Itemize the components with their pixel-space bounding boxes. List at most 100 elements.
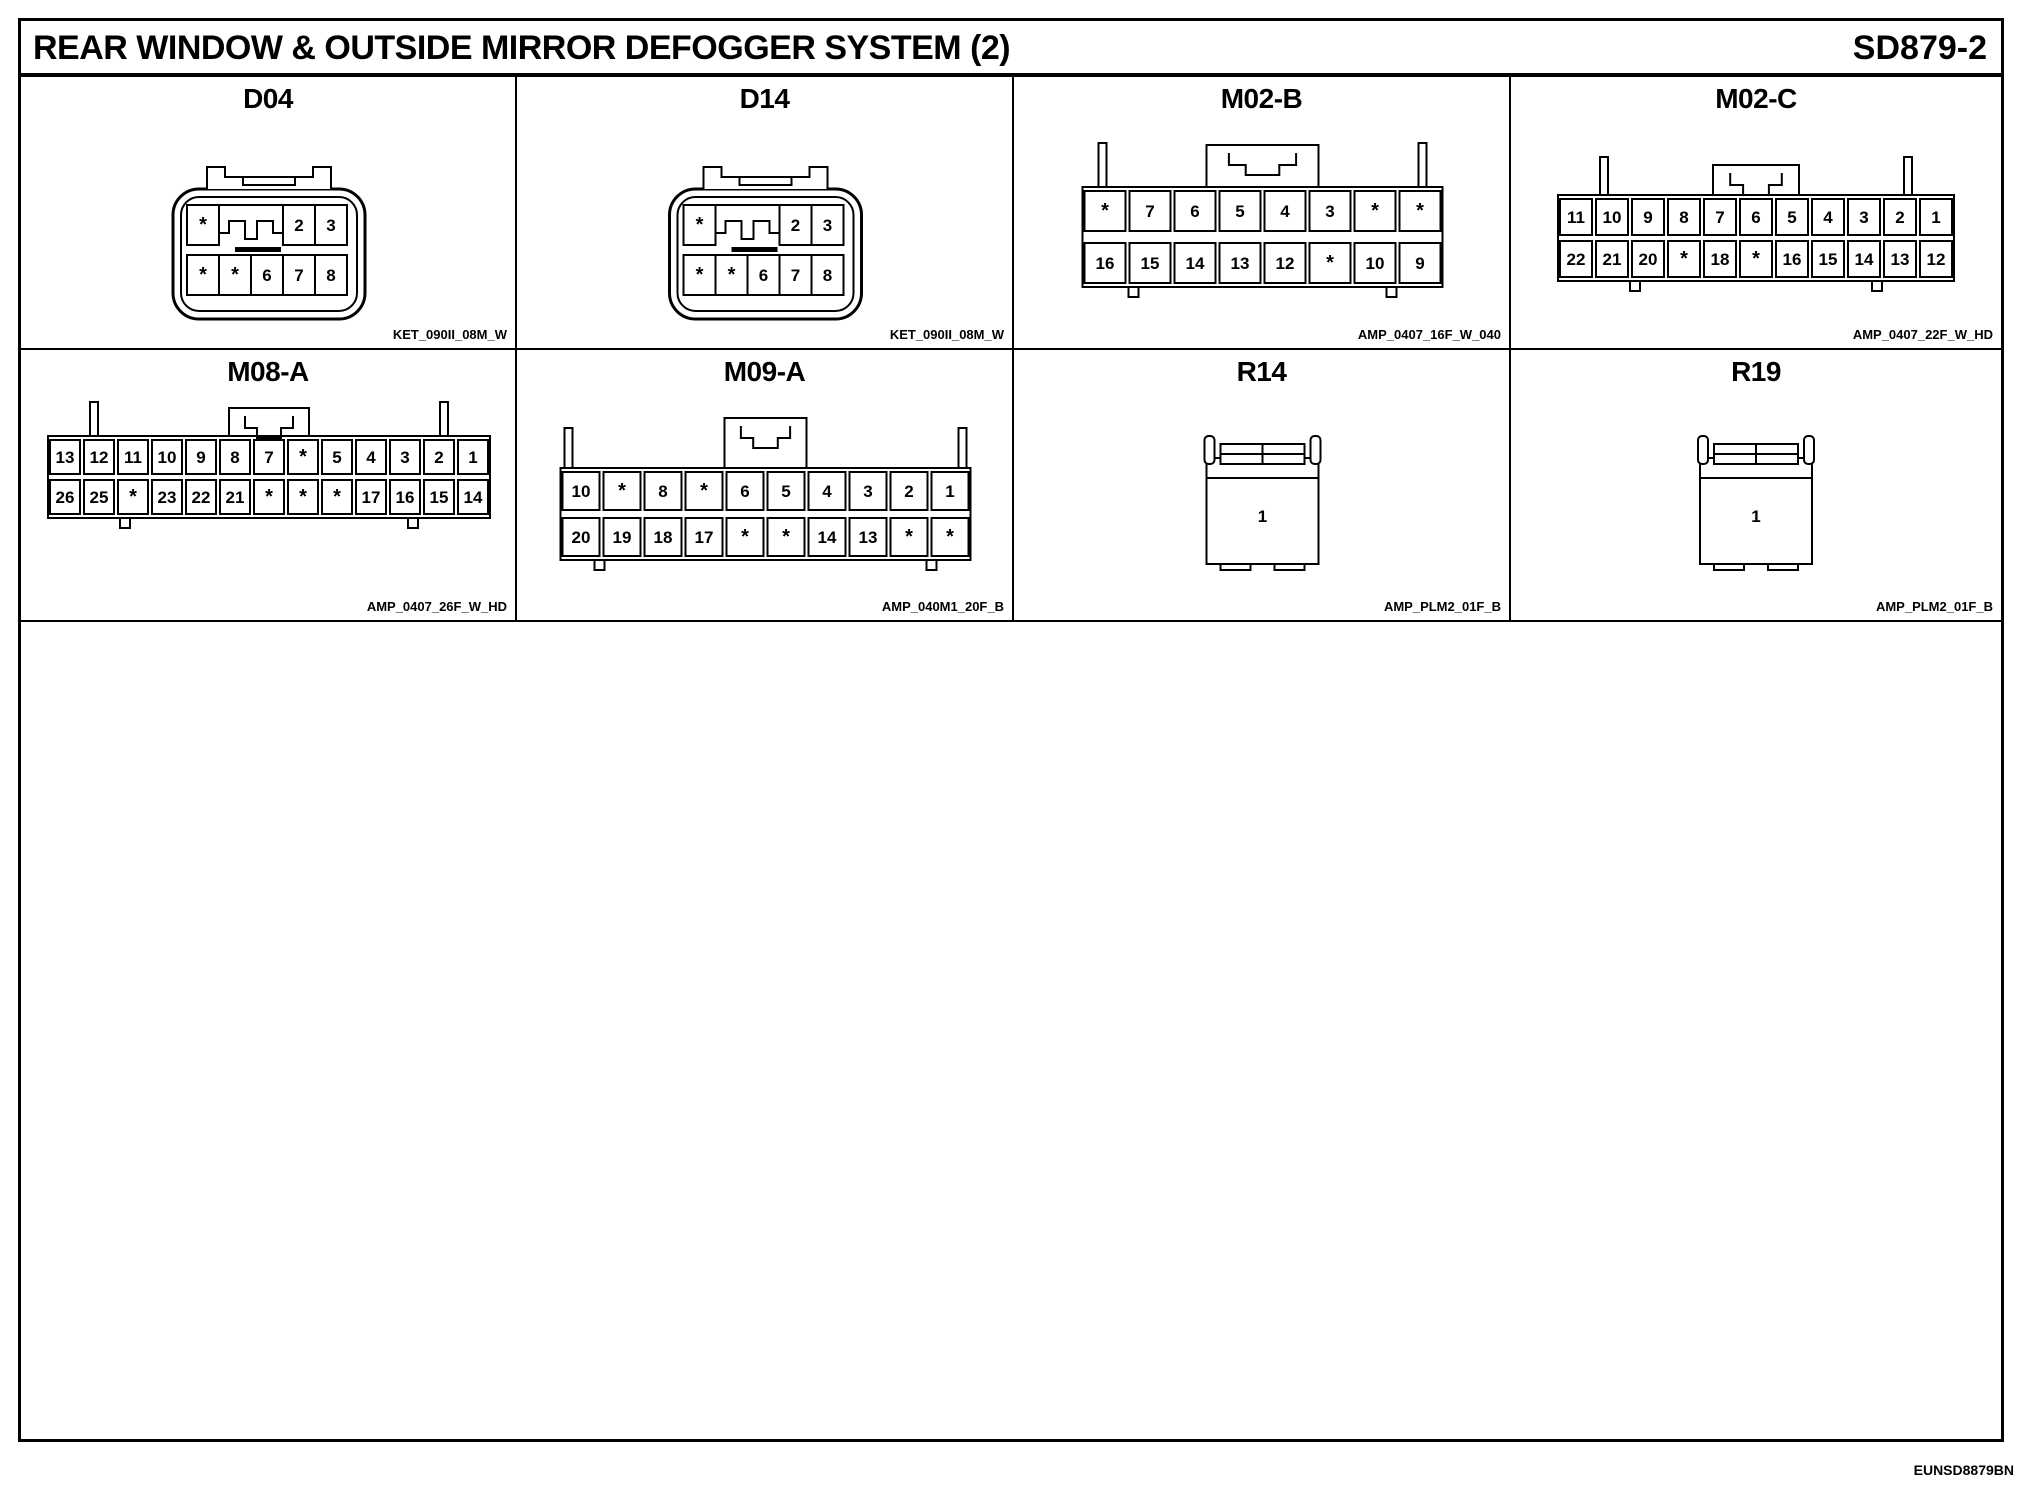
pin-label: 10 <box>158 448 177 467</box>
pin-cavity <box>1128 242 1172 284</box>
pin-label: 14 <box>818 528 837 547</box>
pin-label: 14 <box>1855 250 1874 269</box>
pin-cavity <box>218 254 252 296</box>
connector-part-number: AMP_040M1_20F_B <box>881 599 1004 614</box>
pin-label: 8 <box>326 266 335 285</box>
connector-post <box>1903 156 1913 196</box>
pin-label: 20 <box>572 528 591 547</box>
pin-label: 1 <box>945 482 954 501</box>
pin-label: 2 <box>434 448 443 467</box>
diagram-code: SD879-2 <box>1852 29 1987 67</box>
pin-label: * <box>1680 248 1688 270</box>
connector-inner <box>676 196 855 312</box>
pin-label: 13 <box>1231 254 1250 273</box>
pin-cavity <box>682 204 717 246</box>
pin-cavity <box>253 439 285 475</box>
connector-cell-r19: R19 1 AMP_PLM2_01F_B <box>1511 350 2001 622</box>
connector-latch-detail <box>242 177 296 186</box>
pin-cavity <box>1559 198 1593 236</box>
connector-post <box>1803 435 1815 465</box>
pin-cavity <box>151 479 183 515</box>
pin-label: 10 <box>572 482 591 501</box>
connector-part-number: AMP_0407_22F_W_HD <box>1852 327 1993 342</box>
connector-name: R19 <box>1731 356 1781 387</box>
pin-label: 7 <box>264 448 273 467</box>
pin-cavity <box>714 254 749 296</box>
connector-latch <box>723 417 808 469</box>
pin-cavity <box>1919 198 1953 236</box>
pin-cavity <box>930 471 970 511</box>
pin-label: 21 <box>226 488 245 507</box>
pin-cavity <box>117 439 149 475</box>
pin-cavity <box>1398 242 1442 284</box>
pin-cavity <box>1353 242 1397 284</box>
connector-tab <box>1219 563 1252 571</box>
connector-name: D04 <box>243 83 293 114</box>
connector-drawing: 1 <box>1697 435 1815 571</box>
pin-label: * <box>299 446 307 468</box>
pin-label: 15 <box>430 488 449 507</box>
connector-part-number: AMP_PLM2_01F_B <box>1383 599 1501 614</box>
pin-label: * <box>696 214 704 236</box>
pin-cavity <box>1775 240 1809 278</box>
pin-cavity <box>725 517 765 557</box>
pin-label: 7 <box>1715 208 1724 227</box>
connector-latch <box>1205 144 1320 188</box>
pin-cavity <box>151 439 183 475</box>
pin-cavity <box>1308 190 1352 232</box>
pin-label: 18 <box>1711 250 1730 269</box>
pin-label: * <box>333 486 341 508</box>
pin-label: 2 <box>904 482 913 501</box>
pin-cavity <box>1083 190 1127 232</box>
pin-cavity <box>643 471 683 511</box>
connector-tab <box>1127 286 1140 298</box>
pin-label: 16 <box>1096 254 1115 273</box>
pin-cavity <box>848 517 888 557</box>
connector-body <box>1699 457 1813 565</box>
pin-cavity <box>682 254 717 296</box>
pin-label: 9 <box>1643 208 1652 227</box>
connector-drawing: 1 <box>1203 435 1322 571</box>
pin-cavity <box>314 204 348 246</box>
pin-cavity <box>1218 242 1262 284</box>
header-bar: REAR WINDOW & OUTSIDE MIRROR DEFOGGER SY… <box>21 21 2001 77</box>
connector-latch-detail <box>739 426 792 449</box>
pin-label: 8 <box>1679 208 1688 227</box>
pin-cavity <box>287 479 319 515</box>
pin-cavity <box>725 471 765 511</box>
connector-post <box>1697 435 1709 465</box>
pin-label: * <box>946 526 954 548</box>
pin-label: * <box>782 526 790 548</box>
pin-label: 18 <box>654 528 673 547</box>
connector-post <box>957 427 968 469</box>
pin-label: 13 <box>56 448 75 467</box>
pin-label: * <box>199 264 207 286</box>
pin-label: 3 <box>1859 208 1868 227</box>
pin-cavity <box>766 517 806 557</box>
connector-part-number: AMP_0407_16F_W_040 <box>1357 327 1501 342</box>
pin-cavity <box>746 254 781 296</box>
pin-cavity <box>83 479 115 515</box>
pin-label: 17 <box>695 528 714 547</box>
pin-cavity <box>561 471 601 511</box>
footer-code: EUNSD8879BN <box>1913 1462 2014 1478</box>
pin-label: 16 <box>1783 250 1802 269</box>
pin-cavity <box>810 254 845 296</box>
pin-label: 15 <box>1819 250 1838 269</box>
page-title: REAR WINDOW & OUTSIDE MIRROR DEFOGGER SY… <box>33 29 1011 67</box>
pin-label: 15 <box>1141 254 1160 273</box>
pin-label: 5 <box>781 482 790 501</box>
pin-cavity <box>1218 190 1262 232</box>
pin-label: * <box>1326 252 1334 274</box>
connector-name: M02-C <box>1715 83 1797 114</box>
pin-label: 26 <box>56 488 75 507</box>
connector-inner <box>180 196 358 312</box>
pin-label: 21 <box>1603 250 1622 269</box>
pin-cavity <box>602 471 642 511</box>
pin-label: * <box>129 486 137 508</box>
pin-label: 1 <box>1931 208 1940 227</box>
pin-label: 6 <box>740 482 749 501</box>
pin-cavity <box>49 479 81 515</box>
